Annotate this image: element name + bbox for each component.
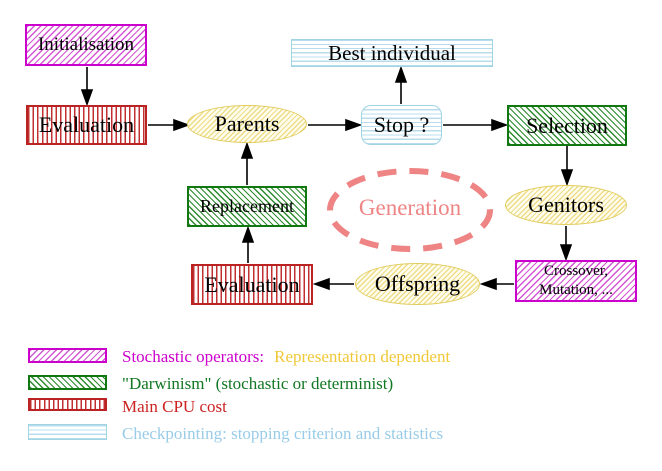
- node-evaluation-top: Evaluation: [26, 105, 147, 145]
- node-genitors: Genitors: [505, 185, 627, 225]
- legend-label-darwinism: "Darwinism" (stochastic or determinist): [122, 374, 394, 393]
- legend-swatch-stochastic: [28, 348, 107, 363]
- arrowhead-stop-to-best: [394, 65, 408, 83]
- node-offspring: Offspring: [355, 263, 480, 305]
- node-initialisation: Initialisation: [25, 24, 147, 66]
- arrowhead-crossover-to-offspring: [479, 277, 497, 291]
- arrowhead-evaluation-to-parents: [173, 118, 191, 132]
- arrowhead-init-to-evaluation: [80, 89, 94, 107]
- generation-dashed-ellipse: [327, 168, 493, 252]
- legend-swatch-darwinism: [28, 375, 107, 390]
- crossover-line1: Crossover,: [544, 263, 608, 280]
- generation-label: Generation: [358, 195, 462, 220]
- legend-stochastic-text: Stochastic operators:: [122, 347, 265, 366]
- node-evaluation-bottom: Evaluation: [191, 264, 313, 305]
- node-stop: Stop ?: [361, 105, 442, 145]
- arrowhead-genitors-to-crossover: [559, 244, 573, 262]
- crossover-line2: Mutation, ...: [539, 282, 613, 298]
- node-best-individual: Best individual: [291, 39, 493, 67]
- legend-label-cpu: Main CPU cost: [122, 397, 227, 416]
- legend-swatch-cpu: [28, 398, 107, 411]
- legend-label-stochastic: Stochastic operators: Representation depe…: [122, 347, 450, 367]
- legend-representation-text: Representation dependent: [274, 347, 451, 366]
- node-selection: Selection: [507, 105, 627, 146]
- legend-swatch-checkpointing: [28, 424, 107, 440]
- arrowhead-stop-to-selection: [491, 118, 509, 132]
- arrowhead-offspring-to-evaluation: [312, 277, 330, 291]
- arrowhead-replacement-to-parents: [240, 141, 254, 159]
- arrowhead-selection-to-genitors: [560, 169, 574, 187]
- node-parents: Parents: [187, 105, 307, 143]
- arrowhead-evaluation-to-replacement: [241, 225, 255, 243]
- arrowhead-parents-to-stop: [345, 118, 363, 132]
- legend-label-checkpointing: Checkpointing: stopping criterion and st…: [122, 424, 444, 443]
- node-crossover-mutation: Crossover, Mutation, ...: [515, 260, 637, 302]
- node-replacement: Replacement: [187, 186, 307, 227]
